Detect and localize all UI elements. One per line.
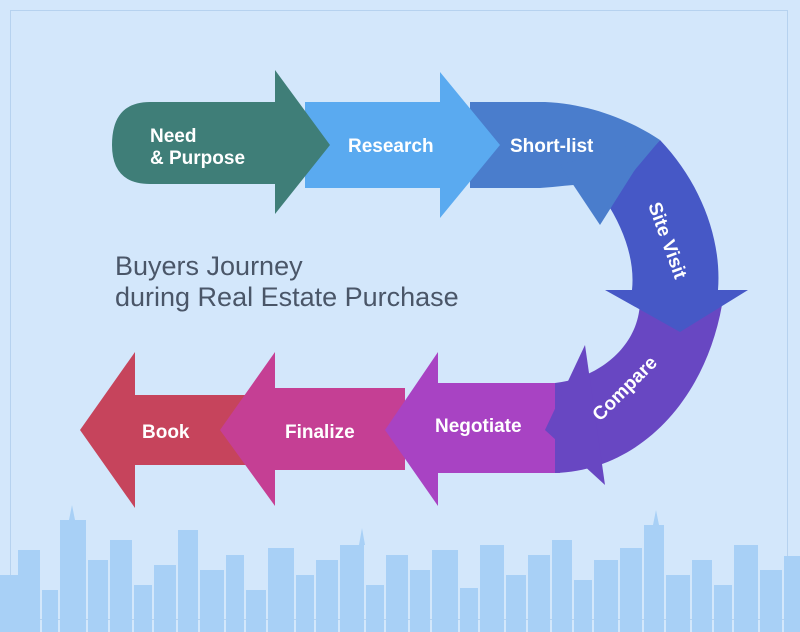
diagram-title-line2: during Real Estate Purchase [115,282,459,312]
skyline-building [574,580,592,632]
skyline-building [386,555,408,632]
skyline-building [666,575,690,632]
skyline-building [18,550,40,632]
skyline-spire [359,528,365,545]
skyline-building [480,545,504,632]
skyline-spire [653,510,659,525]
step-need-purpose-arrow [112,70,330,214]
skyline-building [200,570,224,632]
skyline-building [460,588,478,632]
skyline-building [268,548,294,632]
skyline-building [340,545,364,632]
skyline-building [528,555,550,632]
step-compare-arrowhead [545,345,605,485]
step-research-label: Research [348,136,434,157]
skyline-building [110,540,132,632]
step-need-purpose-label-line2: & Purpose [150,148,245,169]
step-need-purpose-label: Need [150,126,196,147]
skyline-building [692,560,712,632]
step-finalize-label: Finalize [285,422,355,443]
step-negotiate-label: Negotiate [435,416,522,437]
skyline-building [60,520,86,632]
skyline-building [134,585,152,632]
skyline-building [178,530,198,632]
skyline-building [432,550,458,632]
skyline-building [620,548,642,632]
skyline-building [784,556,800,632]
skyline-building [714,585,732,632]
step-book-label: Book [142,422,190,443]
step-negotiate-arrow [385,352,560,506]
skyline-building [594,560,618,632]
skyline-building [644,525,664,632]
skyline-building [552,540,572,632]
step-short-list-label: Short-list [510,136,594,157]
city-skyline [0,505,800,632]
step-finalize-arrow [220,352,405,506]
skyline-building [226,555,244,632]
step-research-arrow [305,72,500,218]
skyline-building [154,565,176,632]
skyline-building [246,590,266,632]
skyline-building [296,575,314,632]
skyline-building [506,575,526,632]
skyline-building [366,585,384,632]
skyline-building [316,560,338,632]
skyline-building [42,590,58,632]
step-site-visit-arrow [605,140,719,290]
skyline-spire [69,505,75,520]
step-short-list-arrowhead [560,138,655,225]
skyline-building [410,570,430,632]
skyline-building [88,560,108,632]
step-site-visit-arrowhead [605,290,748,332]
skyline-building [760,570,782,632]
skyline-building [734,545,758,632]
step-book-arrow [80,352,258,508]
skyline-building [0,575,18,632]
diagram-title-line1: Buyers Journey [115,251,303,281]
